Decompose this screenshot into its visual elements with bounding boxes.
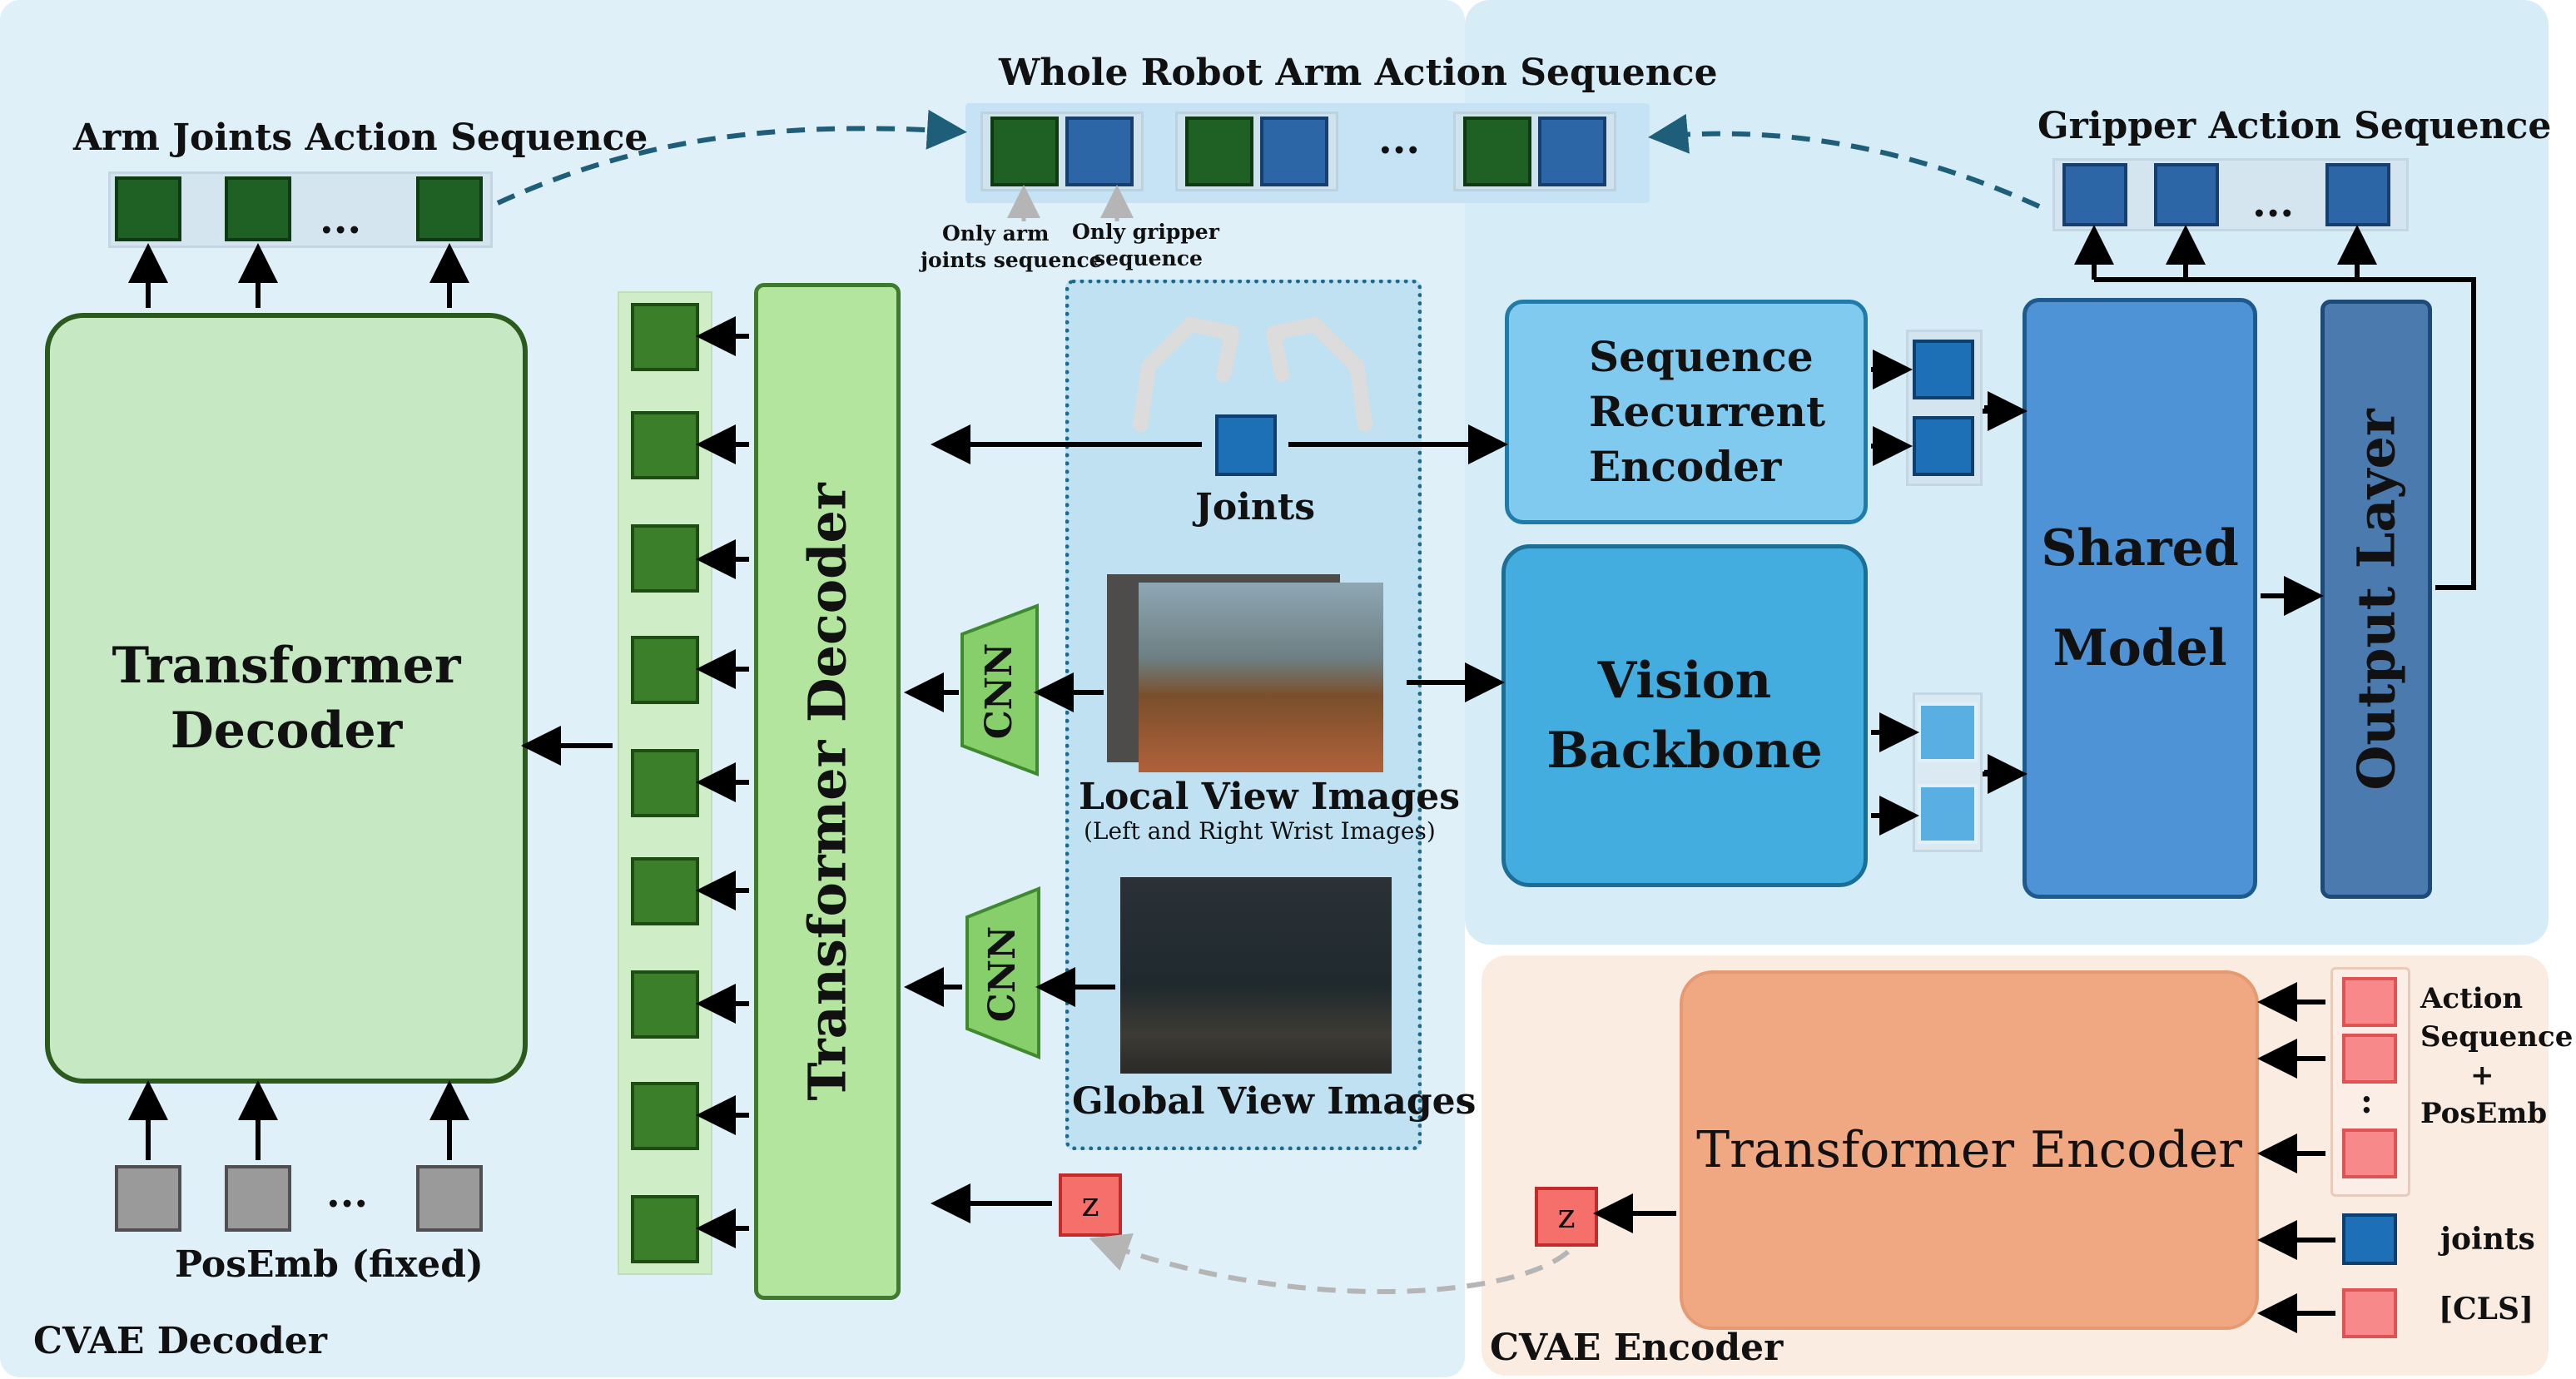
sequence-recurrent-encoder: Sequence Recurrent Encoder [1505,300,1868,524]
arm-joint-token [416,176,483,241]
cls-token [2342,1288,2397,1338]
cnn-local-text: CNN [978,642,1021,739]
latent-z-encoder: z [1535,1187,1598,1247]
memory-token [631,857,699,925]
arm-joint-token [225,176,291,241]
action-sequence-label-1: Action [2420,982,2524,1015]
only-arm-label-2: joints sequence [921,248,1103,272]
only-gripper-label-2: sequence [1094,246,1203,270]
cvae-decoder-label: CVAE Decoder [33,1320,327,1362]
cvae-encoder-label: CVAE Encoder [1490,1327,1784,1369]
sequence-feature-token [1913,340,1974,399]
robot-arms-drawing [1133,316,1372,432]
action-sequence-posemb: PosEmb [2420,1097,2548,1130]
action-token [2342,1034,2397,1084]
latent-z-decoder-label: z [1081,1186,1099,1224]
cnn-local [960,603,1039,776]
whole-seq-ellipsis: ... [1378,117,1421,163]
posemb-token [115,1165,181,1232]
memory-token [631,749,699,817]
sequence-encoder-line2: Recurrent [1589,387,1826,436]
action-sequence-label-2: Sequence [2420,1020,2574,1054]
whole-seq-arm-token [1185,117,1253,186]
action-sequence-plus: + [2470,1059,2494,1092]
shared-model-line2: Model [2052,619,2227,677]
cnn-global-text: CNN [981,925,1025,1022]
memory-token [631,1082,699,1150]
arm-joints-sequence-title: Arm Joints Action Sequence [73,117,648,159]
arm-joint-token [115,176,181,241]
local-view-label: Local View Images [1079,776,1461,818]
global-view-label: Global View Images [1072,1080,1477,1123]
joints-token [1215,414,1277,476]
transformer-encoder-label: Transformer Encoder [1696,1121,2242,1179]
gripper-token [2154,163,2219,226]
action-token [2342,977,2397,1027]
action-token-dots: : [2360,1082,2373,1121]
sequence-feature-token [1913,416,1974,476]
transformer-decoder-large-line1: Transformer [112,637,461,695]
cls-label: [CLS] [2439,1292,2534,1327]
encoder-joints-label: joints [2440,1222,2535,1257]
posemb-ellipsis: ... [326,1170,369,1217]
only-arm-label-1: Only arm [942,221,1050,246]
local-view-sublabel: (Left and Right Wrist Images) [1084,817,1436,845]
encoder-joints-token [2342,1213,2397,1265]
transformer-decoder-vertical: Transformer Decoder [754,283,901,1300]
whole-sequence-title: Whole Robot Arm Action Sequence [999,52,1718,94]
arm-joint-ellipsis: ... [320,196,362,243]
vision-backbone: Vision Backbone [1501,544,1868,887]
vision-feature-token [1918,784,1978,844]
transformer-encoder: Transformer Encoder [1680,970,2259,1330]
whole-seq-arm-token [1463,117,1531,186]
joints-label: Joints [1195,486,1315,528]
gripper-sequence-title: Gripper Action Sequence [2037,105,2552,147]
local-view-image-front [1139,583,1383,772]
vision-backbone-line2: Backbone [1546,722,1823,780]
global-view-image [1120,877,1392,1074]
cnn-local-label: CNN [962,632,1037,749]
action-token [2342,1128,2397,1178]
whole-seq-gripper-token [1260,117,1328,186]
whole-seq-gripper-token [1538,117,1606,186]
shared-model: Shared Model [2023,298,2257,899]
vision-feature-token [1918,702,1978,762]
transformer-decoder-large-line2: Decoder [170,702,403,760]
sequence-encoder-line3: Encoder [1589,442,1782,491]
posemb-token [416,1165,483,1232]
sequence-encoder-line1: Sequence [1589,332,1814,381]
vision-backbone-line1: Vision [1597,652,1772,710]
gripper-ellipsis: ... [2252,180,2295,226]
latent-z-encoder-label: z [1557,1198,1576,1236]
only-gripper-label-1: Only gripper [1072,220,1219,244]
whole-seq-gripper-token [1065,117,1134,186]
cnn-global [965,886,1040,1059]
transformer-decoder-large: Transformer Decoder [45,313,528,1084]
posemb-token [225,1165,291,1232]
shared-model-line1: Shared [2041,519,2239,578]
memory-token [631,636,699,704]
memory-token [631,411,699,479]
cnn-global-label: CNN [967,915,1039,1032]
posemb-label: PosEmb (fixed) [175,1243,484,1286]
